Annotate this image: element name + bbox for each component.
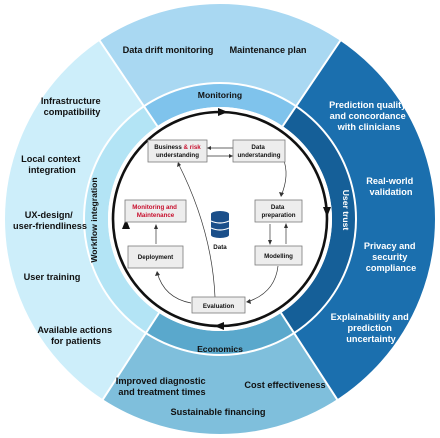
box-business-understanding: Business & risk understanding bbox=[147, 139, 208, 163]
trust-item: Real-world validation bbox=[366, 176, 416, 197]
trust-item: Prediction quality and concordance with … bbox=[329, 100, 409, 132]
economics-item: Improved diagnostic and treatment times bbox=[116, 376, 208, 397]
arrowhead bbox=[177, 162, 181, 167]
arrowhead bbox=[279, 192, 284, 197]
connector-arrow bbox=[177, 162, 216, 298]
cycle-arrow-right bbox=[323, 207, 331, 217]
monitoring-item: Data drift monitoring bbox=[123, 45, 214, 55]
box-data-understanding: Data understanding bbox=[232, 139, 286, 163]
user-trust-band-label: User trust bbox=[341, 190, 351, 231]
sector-separator bbox=[101, 312, 160, 401]
workflow-item: User training bbox=[24, 272, 81, 282]
sector-separator bbox=[98, 39, 159, 127]
svg-text:Business & risk: Business & risk bbox=[154, 144, 201, 151]
user-trust-items: Prediction quality and concordance with … bbox=[329, 100, 418, 344]
arrowhead bbox=[155, 271, 160, 276]
workflow-item: UX-design/ user-friendliness bbox=[13, 210, 87, 231]
arrowhead bbox=[284, 223, 288, 228]
cycle-arrow-left bbox=[122, 219, 130, 229]
user-trust-inner-sector bbox=[280, 106, 357, 334]
connector-arrow bbox=[246, 265, 279, 303]
economics-outer-sector bbox=[102, 333, 338, 435]
trust-item: Privacy and security compliance bbox=[364, 241, 418, 273]
workflow-item: Available actions for patients bbox=[37, 325, 114, 346]
workflow-band-label: Workflow integration bbox=[89, 177, 99, 262]
box-monitoring-maintenance: Monitoring and Maintenance bbox=[124, 199, 187, 223]
workflow-item: Local context integration bbox=[21, 154, 83, 175]
svg-text:Deployment: Deployment bbox=[138, 254, 173, 261]
workflow-item: Infrastructure compatibility bbox=[41, 96, 103, 117]
sector-separators bbox=[98, 39, 342, 401]
economics-band-label: Economics bbox=[197, 344, 243, 354]
sector-separator bbox=[280, 312, 339, 401]
arrowhead bbox=[246, 299, 251, 304]
cycle-arrow-bottom bbox=[214, 322, 224, 330]
monitoring-band-label: Monitoring bbox=[198, 90, 242, 100]
data-label: Data bbox=[213, 244, 227, 251]
svg-text:understanding: understanding bbox=[156, 152, 199, 159]
trust-item: Explainability and prediction uncertaint… bbox=[331, 312, 412, 344]
arrowhead bbox=[207, 146, 211, 150]
monitoring-inner-sector bbox=[143, 83, 297, 127]
box-deployment: Deployment bbox=[127, 245, 184, 269]
connector-arrow bbox=[156, 271, 192, 304]
monitoring-items: Data drift monitoring Maintenance plan bbox=[123, 45, 307, 55]
svg-text:Monitoring and Maintenan: Monitoring and Maintenance bbox=[132, 204, 178, 219]
svg-text:Modelling: Modelling bbox=[264, 253, 293, 260]
svg-text:Data preparation: Data preparation bbox=[261, 204, 295, 219]
workflow-outer-sector bbox=[4, 39, 146, 401]
svg-text:Evaluation: Evaluation bbox=[203, 303, 235, 310]
monitoring-item: Maintenance plan bbox=[229, 45, 306, 55]
arrowhead bbox=[154, 224, 158, 229]
cycle-arrow-top bbox=[218, 108, 228, 116]
user-trust-outer-sector bbox=[294, 39, 436, 401]
band-separator bbox=[83, 82, 357, 356]
economics-inner-sector bbox=[145, 312, 295, 355]
arrowhead bbox=[229, 154, 233, 158]
box-evaluation: Evaluation bbox=[191, 296, 246, 314]
outer-ring bbox=[4, 2, 436, 435]
box-data-preparation: Data preparation bbox=[254, 199, 303, 223]
economics-items: Improved diagnostic and treatment times … bbox=[116, 376, 326, 417]
workflow-items: Infrastructure compatibility Local conte… bbox=[13, 96, 114, 346]
monitoring-outer-sector bbox=[99, 2, 341, 107]
economics-item: Sustainable financing bbox=[171, 407, 266, 417]
economics-item: Cost effectiveness bbox=[244, 380, 325, 390]
workflow-inner-sector bbox=[83, 106, 160, 334]
box-modelling: Modelling bbox=[254, 245, 303, 266]
inner-band bbox=[83, 83, 357, 355]
outer-edge bbox=[3, 2, 437, 436]
svg-text:Data understanding: Data understanding bbox=[238, 144, 281, 159]
sector-separator bbox=[281, 39, 342, 127]
database-icon bbox=[210, 211, 230, 238]
arrowhead bbox=[268, 240, 272, 245]
